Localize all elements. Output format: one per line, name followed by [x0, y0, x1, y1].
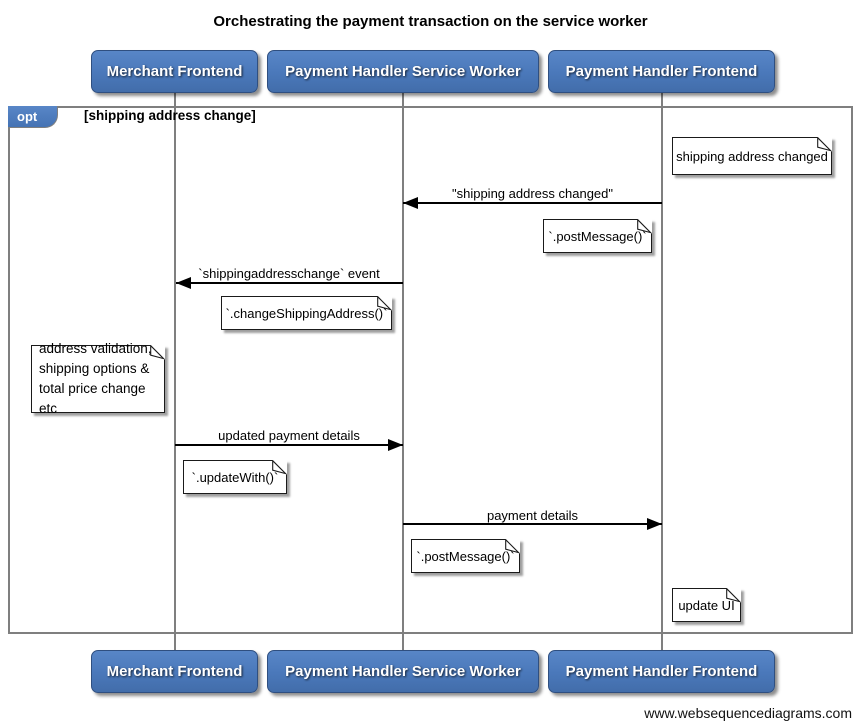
actor-label: Payment Handler Frontend	[565, 663, 758, 680]
arrowhead-left-icon	[176, 277, 191, 289]
note-shipping-address-changed: shipping address changed	[672, 137, 832, 175]
message-line	[403, 523, 662, 525]
watermark-text: www.websequencediagrams.com	[644, 705, 852, 721]
message-line	[175, 444, 403, 446]
message-line	[176, 282, 403, 284]
message-label: "shipping address changed"	[451, 186, 613, 201]
note-text: `.postMessage()`	[416, 548, 515, 564]
actor-top-payment-handler-service-worker: Payment Handler Service Worker	[267, 50, 539, 93]
note-fold-icon	[377, 296, 392, 311]
actor-label: Merchant Frontend	[106, 663, 243, 680]
arrowhead-right-icon	[388, 439, 403, 451]
lifeline-payment-handler-frontend	[661, 93, 663, 650]
note-postmessage-upper: `.postMessage()`	[543, 219, 652, 253]
actor-label: Payment Handler Service Worker	[285, 63, 521, 80]
actor-label: Payment Handler Service Worker	[285, 663, 521, 680]
note-text: `.updateWith()`	[191, 469, 279, 485]
message-label: `shippingaddresschange` event	[198, 266, 380, 281]
actor-bottom-payment-handler-frontend: Payment Handler Frontend	[548, 650, 775, 693]
note-postmessage-lower: `.postMessage()`	[411, 539, 520, 573]
message-label: updated payment details	[218, 428, 360, 443]
note-fold-icon	[150, 345, 165, 360]
note-fold-icon	[817, 137, 832, 152]
note-update-ui: update UI	[672, 588, 741, 622]
note-text: shipping address changed	[676, 148, 828, 164]
note-address-validation: address validation, shipping options & t…	[31, 341, 165, 416]
note-fold-icon	[272, 460, 287, 475]
actor-bottom-merchant-frontend: Merchant Frontend	[91, 650, 258, 693]
arrowhead-left-icon	[403, 197, 418, 209]
note-fold-icon	[637, 219, 652, 234]
note-updatewith: `.updateWith()`	[183, 460, 287, 494]
opt-frame	[8, 106, 853, 634]
opt-frame-condition: [shipping address change]	[84, 108, 256, 123]
note-text: address validation, shipping options & t…	[39, 340, 152, 417]
lifeline-merchant-frontend	[174, 93, 176, 650]
note-fold-icon	[505, 539, 520, 554]
actor-top-payment-handler-frontend: Payment Handler Frontend	[548, 50, 775, 93]
message-line	[403, 202, 662, 204]
diagram-title: Orchestrating the payment transaction on…	[213, 13, 648, 30]
actor-top-merchant-frontend: Merchant Frontend	[91, 50, 258, 93]
message-label: payment details	[486, 508, 579, 523]
actor-label: Merchant Frontend	[106, 63, 243, 80]
note-text: `.postMessage()`	[548, 228, 647, 244]
note-text: update UI	[678, 597, 735, 613]
actor-label: Payment Handler Frontend	[565, 63, 758, 80]
note-changeshippingaddress: `.changeShippingAddress()`	[221, 296, 392, 330]
opt-frame-operator-tab: opt	[8, 106, 58, 128]
lifeline-payment-handler-service-worker	[402, 93, 404, 650]
arrowhead-right-icon	[647, 518, 662, 530]
note-text: `.changeShippingAddress()`	[225, 305, 388, 321]
note-fold-icon	[726, 588, 741, 603]
actor-bottom-payment-handler-service-worker: Payment Handler Service Worker	[267, 650, 539, 693]
